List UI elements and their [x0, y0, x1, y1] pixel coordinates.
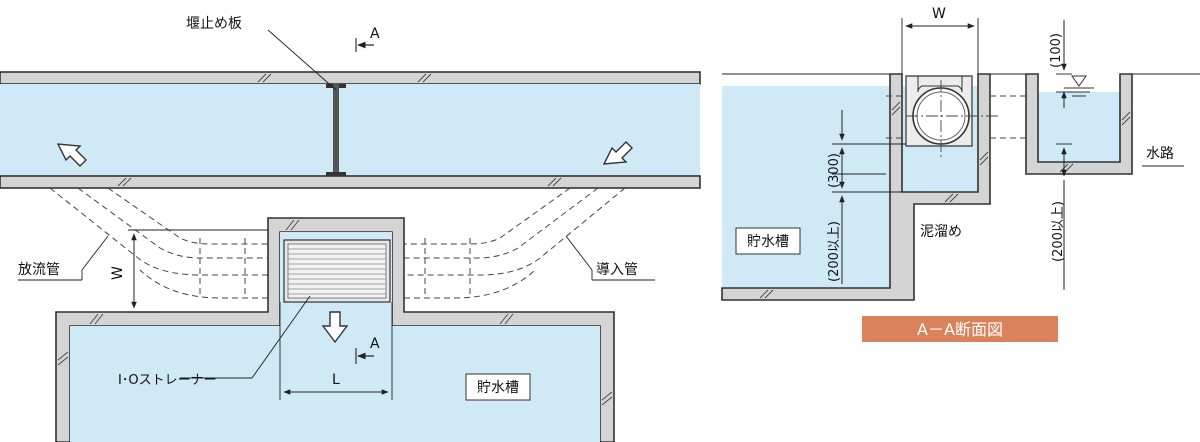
tank-label: 貯水槽 [477, 380, 519, 396]
inflow-pipe-label: 導入管 [596, 262, 638, 278]
weir-leader [267, 29, 337, 91]
section-mark-bottom: A [355, 336, 380, 364]
width-dimension: W [110, 229, 268, 313]
weir-plate [326, 84, 346, 176]
plan-view: 堰止め板 A [0, 16, 701, 442]
dimension-300: (300) [827, 110, 906, 193]
strainer-leader [251, 295, 311, 379]
section-title-banner [862, 316, 1058, 342]
strainer-section [905, 75, 1000, 160]
channel-water [1038, 92, 1120, 162]
length-dim-label: L [332, 372, 340, 388]
outflow-leader [81, 235, 109, 271]
length-dimension: L [279, 302, 393, 400]
channel-label: 水路 [1146, 146, 1174, 162]
dim-300-label: (300) [827, 153, 842, 188]
tank-label-box [465, 373, 531, 401]
section-tank-label-box [735, 227, 801, 255]
dimension-200-left: (200以上) [827, 195, 845, 284]
section-tank-label: 貯水槽 [747, 234, 789, 250]
section-title: A－A断面図 [917, 320, 1003, 339]
down-arrow-icon [321, 311, 349, 344]
outflow-arrow-icon [56, 143, 87, 167]
inflow-pipe [404, 187, 626, 299]
water-level-icon [1064, 75, 1094, 97]
channel [0, 71, 701, 189]
section-mark-label-bottom: A [370, 336, 380, 352]
strainer-label: I･Oストレーナー [118, 373, 217, 388]
section-view: W (100) (200以上) (300) (200以 [721, 6, 1200, 342]
dimension-200-right: (200以上) [1051, 143, 1072, 290]
strainer [283, 239, 391, 303]
inflow-leader [565, 235, 593, 271]
outflow-pipe-label: 放流管 [18, 262, 60, 278]
dim-200-left-label: (200以上) [827, 221, 842, 282]
weir-label: 堰止め板 [186, 16, 242, 32]
section-width-label: W [932, 6, 946, 22]
sump-label: 泥溜め [920, 224, 962, 240]
section-mark-top: A [355, 26, 380, 52]
width-dim-label: W [110, 266, 126, 280]
dim-200-right-label: (200以上) [1051, 201, 1066, 262]
tank-water [722, 86, 890, 288]
section-mark-label-top: A [370, 26, 380, 42]
outflow-pipe [49, 187, 268, 299]
dim-100-label: (100) [1049, 33, 1064, 68]
section-width-dimension: W [901, 6, 979, 74]
dimension-100: (100) [1049, 20, 1072, 108]
inflow-arrow-icon [602, 141, 633, 165]
